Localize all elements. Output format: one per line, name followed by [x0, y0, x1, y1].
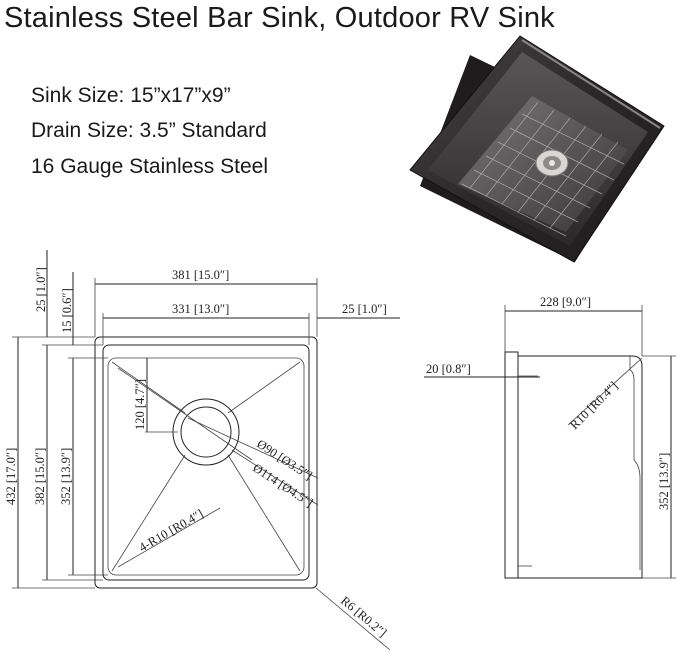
dim-flange-top: 15 [0.6″] — [60, 288, 74, 333]
dim-overall-width: 381 [15.0″] — [172, 268, 229, 282]
dim-side-width: 228 [9.0″] — [540, 295, 591, 309]
dim-rim-top: 25 [1.0″] — [34, 267, 48, 312]
dim-side-height: 352 [13.9″] — [657, 453, 671, 510]
drain-inner-circle — [180, 406, 232, 458]
outer-rim-outline — [94, 336, 318, 589]
dim-side-radius: R10 [R0.4″] — [567, 379, 620, 432]
dim-inner-height: 352 [13.9″] — [59, 448, 73, 505]
dim-bowl-height: 382 [15.0″] — [33, 448, 47, 505]
dim-side-flange: 20 [0.8″] — [426, 362, 471, 376]
dim-inner-width: 331 [13.0″] — [172, 302, 229, 316]
spec-drain-size: Drain Size: 3.5” Standard — [31, 119, 267, 142]
page-title: Stainless Steel Bar Sink, Outdoor RV Sin… — [4, 2, 555, 34]
dim-overall-height: 432 [17.0″] — [4, 448, 18, 505]
floor-outline — [107, 357, 305, 576]
spec-sink-size: Sink Size: 15”x17”x9” — [31, 84, 231, 107]
spec-gauge: 16 Gauge Stainless Steel — [31, 155, 268, 178]
bowl-outline — [102, 344, 310, 581]
dim-drain-offset: 120 [4.7″] — [133, 379, 147, 430]
dim-rim-right: 25 [1.0″] — [342, 302, 387, 316]
